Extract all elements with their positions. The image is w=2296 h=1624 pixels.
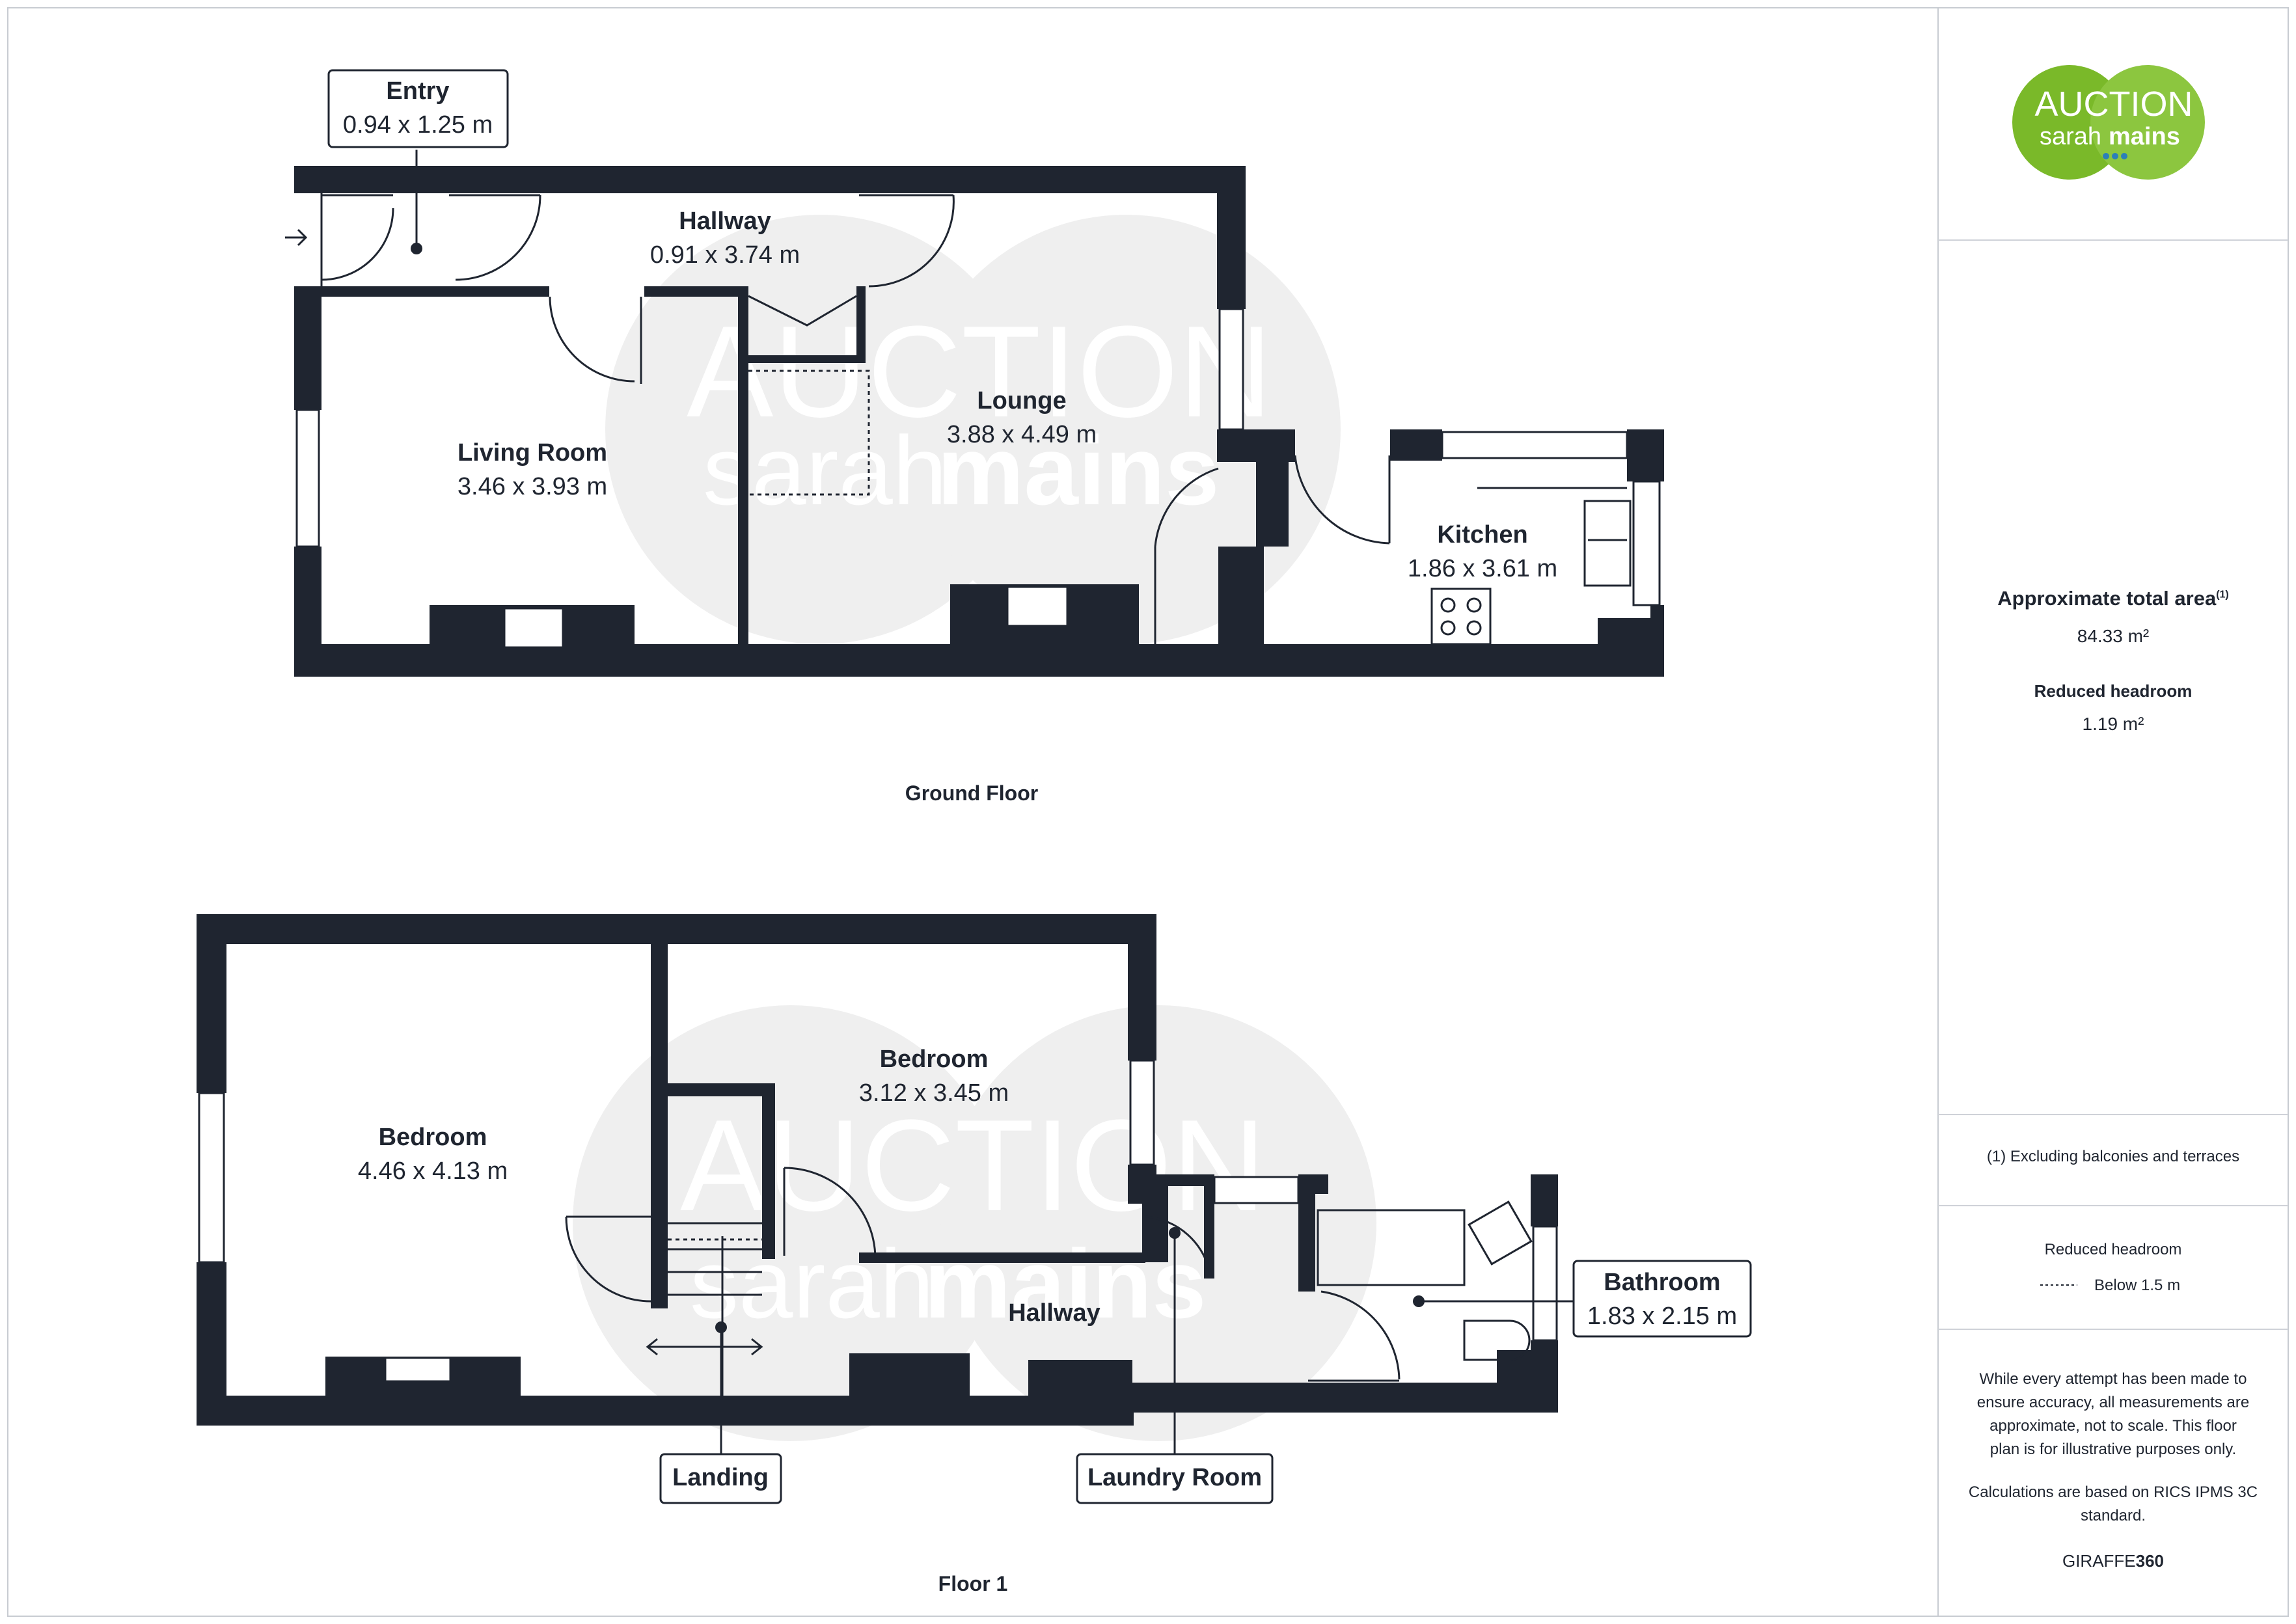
calculation-note: Calculations are based on RICS IPMS 3C s… [1968,1483,2258,1524]
reduced-headroom-value: 1.19 m² [2082,714,2144,734]
room-name-living: Living Room [458,439,607,467]
room-name-hallway-f1: Hallway [1008,1299,1100,1327]
entrance-arrow-icon [285,228,308,247]
bathroom-label-box [1572,1260,1752,1338]
label-boxes [327,69,1752,1504]
room-size-hallway: 0.91 x 3.74 m [650,241,800,269]
laundry-label-box [1076,1453,1274,1504]
room-size-bathroom: 1.83 x 2.15 m [1587,1303,1737,1330]
room-name-bedroom-2: Bedroom [880,1046,989,1073]
legend-item: Below 1.5 m [2094,1277,2181,1294]
ground-floor-walls [294,166,1664,677]
watermark-ground: AUCTION sarah mains [605,215,1341,644]
page-border [7,7,2289,1617]
room-size-kitchen: 1.86 x 3.61 m [1408,555,1557,582]
watermark-mains: mains [937,416,1220,525]
entry-label-box [327,69,509,148]
info-panel: Approximate total area(1) 84.33 m² Reduc… [1938,8,2288,1616]
room-size-bedroom-1: 4.46 x 4.13 m [358,1157,508,1185]
logo-auction-text: AUCTION [2035,85,2193,124]
logo-mains-text: mains [2109,123,2180,150]
floor1-doors [565,1167,1533,1396]
auction-sarahmains-logo: AUCTION sarah mains [2012,65,2205,180]
ground-windows [295,308,1661,606]
room-name-entry: Entry [386,77,449,105]
room-name-landing: Landing [672,1464,769,1491]
room-size-entry: 0.94 x 1.25 m [343,111,493,139]
floor1-windows [198,1059,1558,1342]
disclaimer: While every attempt has been made to ens… [1976,1370,2250,1458]
floor-label-ground: Ground Floor [905,781,1038,805]
floor1-walls [197,914,1558,1426]
legend-title: Reduced headroom [2044,1241,2182,1258]
giraffe360-credit: GIRAFFE360 [2062,1551,2165,1571]
room-name-laundry: Laundry Room [1087,1464,1262,1491]
room-name-bathroom: Bathroom [1604,1269,1720,1296]
total-area-value: 84.33 m² [2077,626,2150,646]
room-size-bedroom-2: 3.12 x 3.45 m [859,1079,1009,1107]
room-name-hallway: Hallway [679,208,771,235]
reduced-headroom-label: Reduced headroom [2034,681,2193,701]
ground-doors [321,194,1632,645]
room-size-lounge: 3.88 x 4.49 m [947,421,1097,448]
watermark-auction: AUCTION [687,299,1272,444]
room-name-bedroom-1: Bedroom [379,1124,487,1151]
watermark-sarah-2: sarah [690,1229,934,1338]
room-size-living: 3.46 x 3.93 m [458,473,607,500]
room-name-kitchen: Kitchen [1437,521,1527,548]
floor-label-floor1: Floor 1 [938,1572,1008,1595]
room-name-lounge: Lounge [977,387,1066,414]
landing-label-box [659,1453,782,1504]
footnote: (1) Excluding balconies and terraces [1986,1148,2240,1165]
logo-sarah-text: sarah [2040,123,2101,150]
total-area-label: Approximate total area(1) [1997,587,2229,610]
